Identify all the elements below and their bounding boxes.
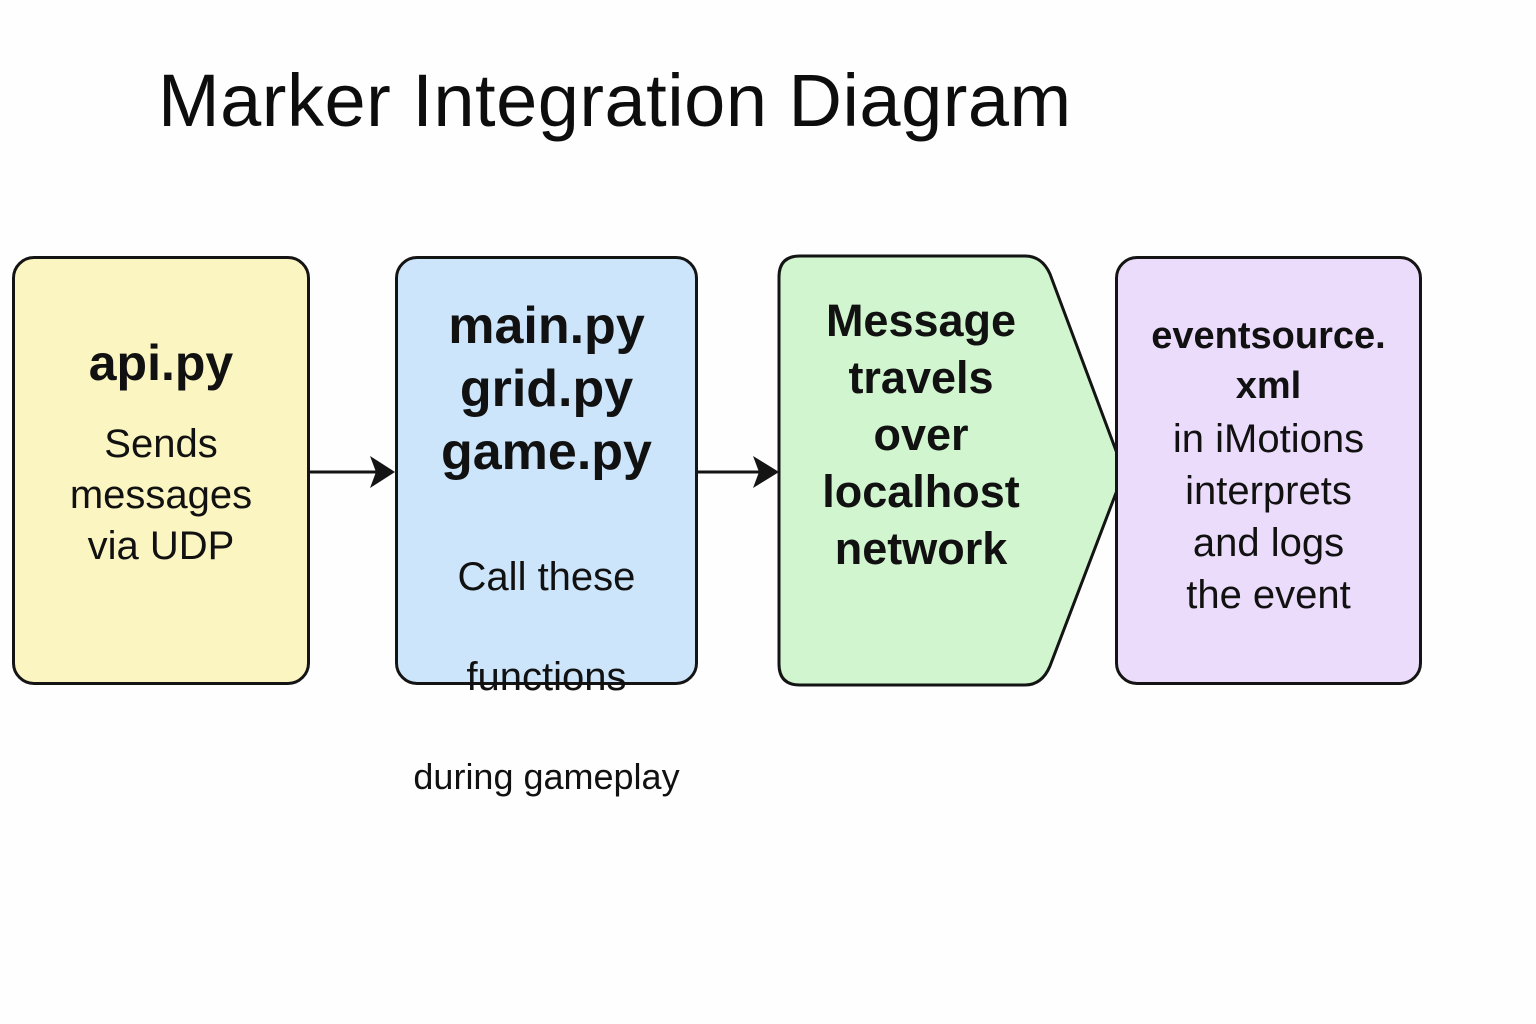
game-files-description-line-3: during gameplay <box>413 756 680 797</box>
eventsource-heading: eventsource. xml <box>1151 315 1386 407</box>
network-description: Message travels over localhost network <box>822 295 1020 574</box>
api-py-description: Sends messages via UDP <box>69 422 253 568</box>
diagram-title: Marker Integration Diagram <box>158 59 1072 142</box>
api-py-heading: api.py <box>88 335 234 391</box>
game-files-description-line-2: functions <box>466 655 627 699</box>
game-files-description: Call these functions during gameplay <box>413 502 679 852</box>
eventsource-box: eventsource. xml in iMotions interprets … <box>1115 256 1422 685</box>
eventsource-description: in iMotions interprets and logs the even… <box>1172 417 1365 617</box>
api-py-box: api.py Sends messages via UDP <box>12 256 310 685</box>
game-files-box: main.py grid.py game.py Call these funct… <box>395 256 698 797</box>
game-files-heading: main.py grid.py game.py <box>441 297 652 481</box>
game-files-description-line-1: Call these <box>457 555 636 599</box>
